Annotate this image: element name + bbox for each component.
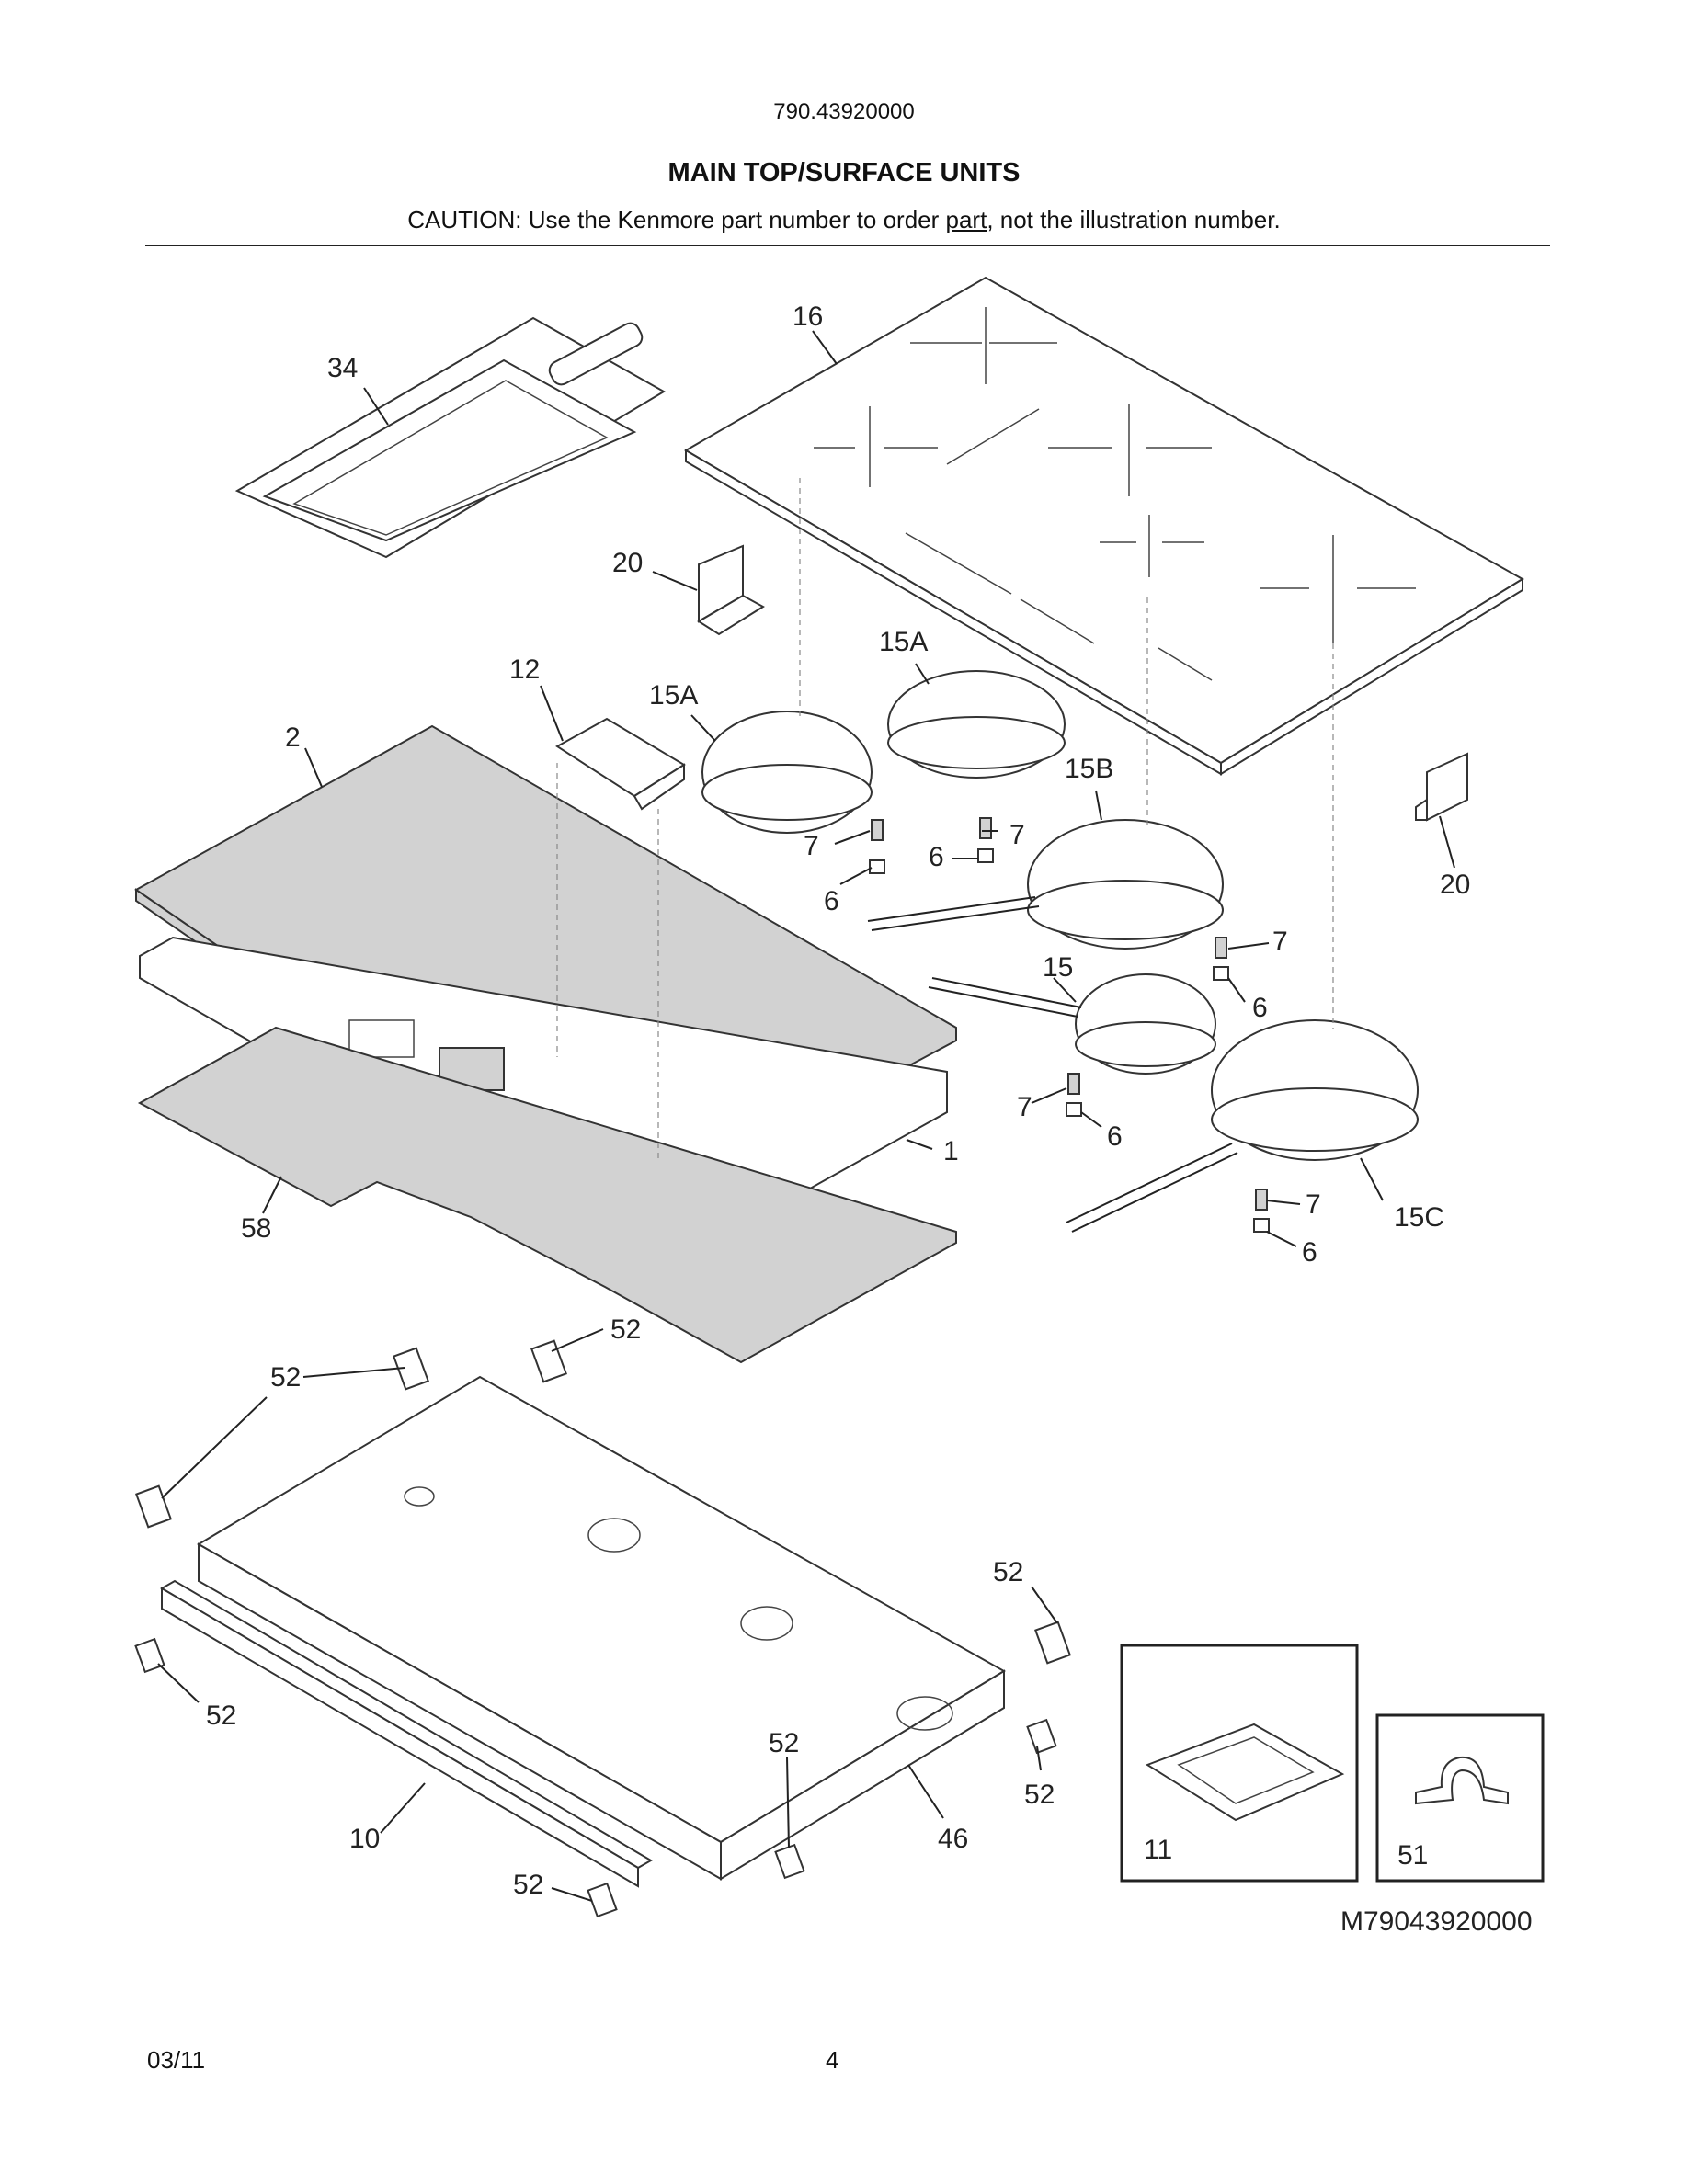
callout-7-b: 7 [1009, 820, 1025, 850]
part-34-griddle [234, 316, 666, 559]
callout-12: 12 [509, 654, 540, 685]
callout-6-d: 6 [1107, 1121, 1123, 1152]
model-number: 790.43920000 [773, 99, 915, 124]
element-15a-left [701, 711, 873, 834]
footer-page-number: 4 [826, 2046, 839, 2074]
callout-7-a: 7 [804, 831, 819, 861]
part-46-bottom-pan [197, 1375, 1006, 1881]
callout-1: 1 [943, 1136, 959, 1166]
caution-prefix: CAUTION: Use the Kenmore part number to … [407, 206, 946, 233]
callouts: 34 16 20 20 12 15A 15A 15B 15 15C 2 1 58… [206, 301, 1533, 1937]
caution-note: CAUTION: Use the Kenmore part number to … [0, 206, 1688, 234]
callout-6-b: 6 [929, 842, 944, 872]
callout-15a-left: 15A [649, 680, 698, 711]
page-title: MAIN TOP/SURFACE UNITS [667, 158, 1021, 188]
inset-part-11 [1120, 1644, 1359, 1883]
caution-underlined: part [945, 206, 987, 233]
callout-11: 11 [1144, 1835, 1172, 1865]
callout-52-top-left: 52 [270, 1362, 301, 1393]
part-10-trim [160, 1579, 653, 1888]
callout-7-c: 7 [1272, 927, 1288, 957]
callout-20-right: 20 [1440, 870, 1470, 900]
callout-52-bottom-center: 52 [769, 1728, 799, 1758]
callout-2: 2 [285, 722, 301, 753]
callout-20-left: 20 [612, 548, 643, 578]
callout-52-bottom: 52 [513, 1870, 543, 1900]
callout-52-top-right: 52 [610, 1314, 641, 1345]
callout-58: 58 [241, 1213, 271, 1244]
callout-52-right-lower: 52 [1024, 1780, 1055, 1810]
part-20-bracket-right [1415, 752, 1468, 822]
callout-7-d: 7 [1017, 1092, 1032, 1122]
part-52-clips [134, 1339, 1071, 1918]
part-58-insulation [137, 1026, 957, 1364]
callout-15a-right: 15A [879, 627, 928, 657]
element-15c [1066, 1019, 1419, 1233]
callout-34: 34 [327, 353, 358, 383]
inset-part-51 [1375, 1713, 1545, 1883]
part-16-glass-top [684, 276, 1524, 776]
callout-10: 10 [349, 1824, 380, 1854]
part-12-bracket [555, 717, 686, 811]
leader-lines [157, 330, 1455, 1902]
element-15a-right [887, 670, 1066, 779]
callout-52-right: 52 [993, 1557, 1023, 1587]
callout-6-a: 6 [824, 886, 839, 916]
callout-16: 16 [793, 301, 823, 332]
diagram-code: M79043920000 [1340, 1906, 1533, 1937]
alignment-guides [556, 478, 1334, 1158]
element-15b [867, 819, 1224, 950]
callout-52-left: 52 [206, 1701, 236, 1731]
callout-6-e: 6 [1302, 1237, 1317, 1268]
callout-51: 51 [1397, 1840, 1428, 1871]
callout-15b: 15B [1065, 754, 1113, 784]
footer-date: 03/11 [147, 2046, 206, 2074]
caution-suffix: , not the illustration number. [987, 206, 1281, 233]
callout-46: 46 [938, 1824, 968, 1854]
header-rule [145, 245, 1550, 246]
element-15 [928, 973, 1216, 1075]
callout-6-c: 6 [1252, 993, 1268, 1023]
callout-15c: 15C [1394, 1202, 1444, 1233]
springs-and-screws [869, 817, 1270, 1233]
callout-7-e: 7 [1306, 1189, 1321, 1220]
callout-15: 15 [1043, 952, 1073, 983]
part-20-bracket-left [697, 544, 765, 636]
